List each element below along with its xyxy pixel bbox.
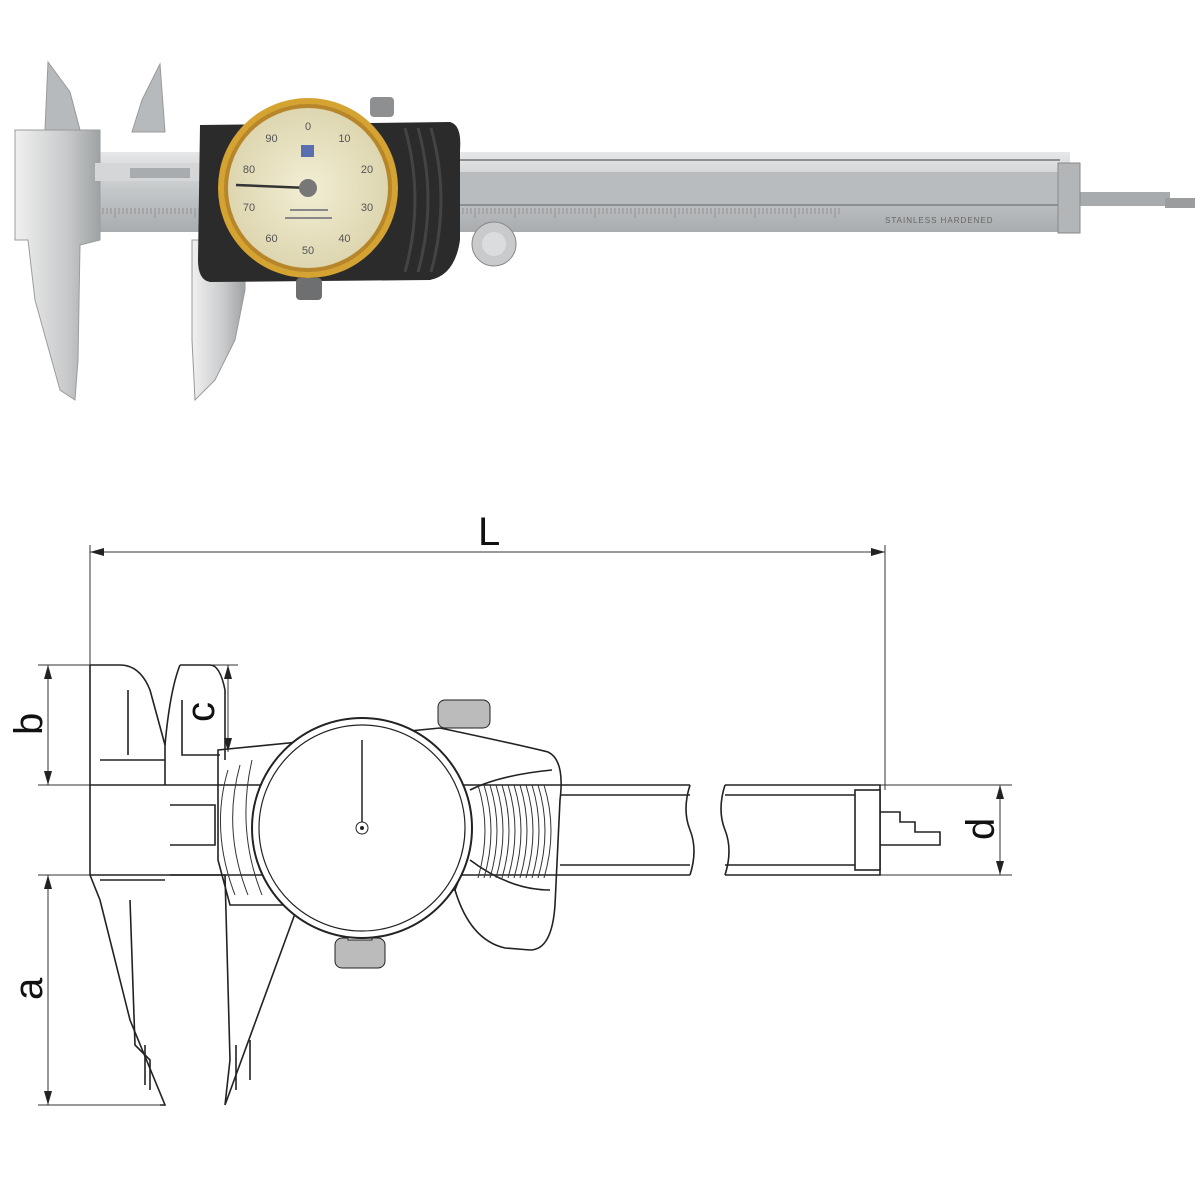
dial-number: 0 xyxy=(305,121,311,133)
caliper-photo: STAINLESS HARDENED 0 10 20 30 40 50 60 70 80 90 xyxy=(14,60,1195,402)
dial-number: 40 xyxy=(338,233,350,245)
dial-number: 60 xyxy=(265,233,277,245)
lock-screw-bottom xyxy=(296,278,322,300)
grip-rib xyxy=(489,784,504,879)
drawing-end-cap xyxy=(854,789,881,871)
dimension-c-label: c xyxy=(179,702,223,722)
dimension-d-label: d xyxy=(959,818,1003,840)
drawing-body xyxy=(217,727,562,951)
dial-logo xyxy=(301,145,314,157)
sliding-upper-jaw xyxy=(131,62,166,133)
dimension-L-label: L xyxy=(478,510,500,554)
caliper-drawing: L b c a d xyxy=(7,510,1012,1106)
dial-number: 30 xyxy=(361,202,373,214)
grip-rib xyxy=(525,784,540,879)
dial-number: 80 xyxy=(243,164,255,176)
grip-rib xyxy=(477,784,492,879)
dial-number: 20 xyxy=(361,164,373,176)
lock-screw-top xyxy=(370,97,394,117)
fixed-upper-jaw xyxy=(44,60,81,131)
dial-numbers: 0 10 20 30 40 50 60 70 80 90 xyxy=(243,121,373,257)
depth-rod xyxy=(1075,192,1170,206)
grip-rib xyxy=(501,784,516,879)
dial-needle xyxy=(235,183,309,190)
drawing-fixed-jaw xyxy=(89,664,167,1106)
beam-engraving: STAINLESS HARDENED xyxy=(885,216,994,225)
grip-rib xyxy=(537,784,552,879)
fixed-jaw xyxy=(14,129,101,401)
dimension-b-label: b xyxy=(7,713,51,735)
drawing-bottom-knob xyxy=(334,937,386,969)
beam-end-cap xyxy=(1057,162,1081,234)
dial-number: 50 xyxy=(302,245,314,257)
dimension-a-label: a xyxy=(7,977,51,1000)
dial-number: 90 xyxy=(265,133,277,145)
drawing-top-knob xyxy=(437,699,491,729)
dial-number: 10 xyxy=(338,133,350,145)
dial-number: 70 xyxy=(243,202,255,214)
grip-rib xyxy=(513,784,528,879)
drawing-sliding-jaw xyxy=(164,664,301,1106)
